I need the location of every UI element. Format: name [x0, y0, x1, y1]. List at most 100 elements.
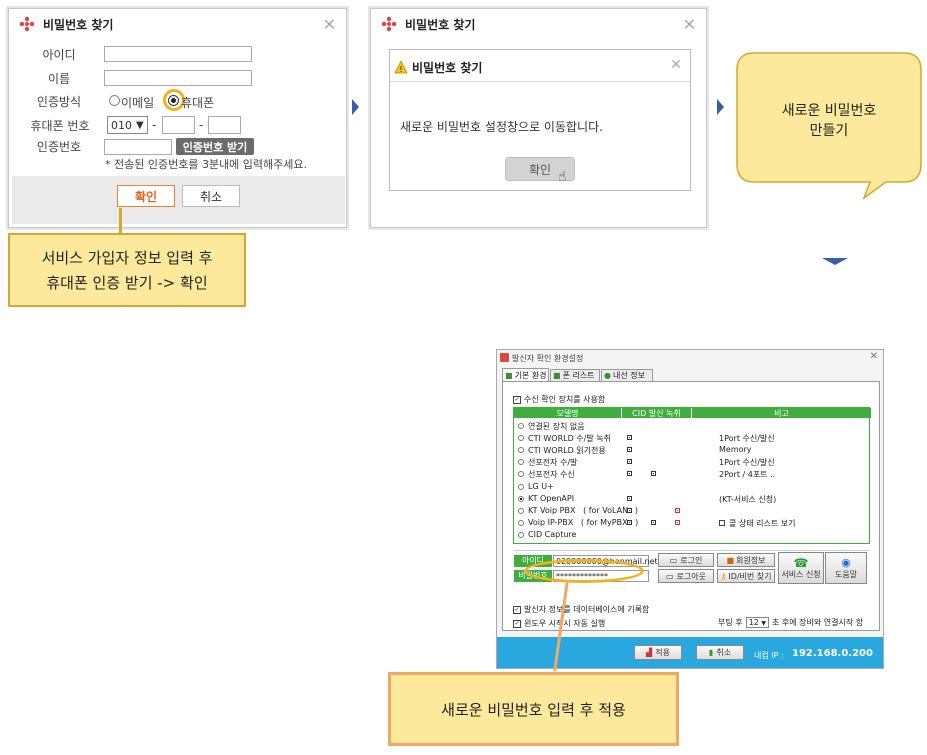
radio-option[interactable]: [518, 435, 524, 442]
radio-option[interactable]: [518, 471, 524, 478]
radio-option[interactable]: [518, 483, 524, 490]
phone-label: 휴대폰 번호: [30, 119, 90, 133]
radio-option[interactable]: [518, 507, 524, 514]
cancel-button[interactable]: 취소: [182, 185, 240, 207]
close-icon[interactable]: ✕: [682, 15, 696, 34]
login-icon: ▭: [669, 555, 678, 565]
tab-phone-list-icon: ■: [553, 371, 561, 380]
auth-email-radio[interactable]: [109, 95, 120, 106]
radio-option[interactable]: [518, 459, 524, 466]
callout-1-line-2: 휴대폰 인증 받기 -> 확인: [46, 274, 208, 292]
logout-label: 로그아웃: [676, 571, 706, 581]
help-button[interactable]: ◉도움말: [825, 552, 867, 584]
member-info-button[interactable]: ■회원정보: [717, 553, 775, 567]
model-name: CTI WORLD 수/발 녹취: [528, 434, 611, 444]
boot-value: 12: [748, 618, 759, 627]
auto-start-label: 윈도우 시작시 자동 실행: [524, 619, 606, 628]
model-row[interactable]: KT Voip PBX ( for VoLANs ): [517, 506, 867, 517]
login-group: [513, 550, 870, 618]
app-logo-icon: [19, 16, 35, 32]
cancel-button[interactable]: ▮취소: [696, 645, 744, 660]
phone-last-input[interactable]: [208, 116, 241, 134]
bubble-line-1: 새로운 비밀번호: [781, 103, 877, 119]
radio-option[interactable]: [518, 423, 524, 429]
inner-title: 비밀번호 찾기: [412, 61, 483, 75]
auth-phone-label: 휴대폰: [181, 96, 215, 110]
speech-bubble: 새로운 비밀번호 만들기: [736, 52, 922, 201]
close-icon[interactable]: ✕: [322, 15, 336, 34]
cid-checkbox-icon[interactable]: [627, 519, 632, 525]
id-label: 아이디: [42, 48, 76, 62]
auto-start-checkbox[interactable]: ✓윈도우 시작시 자동 실행: [513, 618, 605, 629]
cid-checkbox-icon[interactable]: [651, 471, 656, 477]
help-icon: ◉: [841, 555, 851, 569]
phone-prefix-value: 010: [111, 118, 132, 132]
get-code-button[interactable]: 인증번호 받기: [176, 138, 254, 155]
model-row[interactable]: LG U+: [517, 482, 867, 493]
checkbox-checked: ✓: [513, 619, 521, 628]
chevron-down-icon: ▼: [136, 119, 144, 131]
radio-option[interactable]: [518, 447, 524, 454]
cursor-hand-icon: ☝: [558, 169, 567, 185]
recording-checkbox-icon[interactable]: [675, 507, 680, 513]
tab-basic[interactable]: ■기본 환경: [502, 368, 549, 381]
dash-2: -: [199, 118, 204, 132]
radio-option[interactable]: [518, 519, 524, 526]
id-input[interactable]: [104, 46, 252, 62]
cid-checkbox-icon[interactable]: [627, 435, 632, 441]
confirm-button[interactable]: 확인: [505, 157, 575, 181]
window-close-icon[interactable]: ✕: [869, 351, 878, 362]
cid-checkbox-icon[interactable]: [651, 519, 656, 525]
model-note: 1Port 수신/발신: [719, 434, 775, 444]
model-row[interactable]: 연결된 장치 없음: [517, 421, 867, 432]
cid-checkbox-icon[interactable]: [627, 495, 632, 501]
message-text: 새로운 비밀번호 설정창으로 이동합니다.: [400, 120, 603, 134]
checkbox-checked: ✓: [513, 395, 521, 404]
call-status-checkbox[interactable]: [719, 519, 725, 526]
boot-delay-select[interactable]: 12 ▼: [745, 617, 769, 628]
tab-extension[interactable]: ●내선 정보: [601, 369, 653, 381]
model-row[interactable]: CID Capture: [517, 530, 867, 541]
dialog-title: 비밀번호 찾기: [405, 17, 476, 32]
radio-option[interactable]: [518, 531, 524, 538]
service-request-button[interactable]: ☎서비스 신청: [778, 552, 824, 584]
model-name: 연결된 장치 없음: [528, 422, 585, 431]
phone-prefix-select[interactable]: 010 ▼: [107, 116, 148, 134]
confirm-dialog: 비밀번호 찾기 ✕ ! 비밀번호 찾기 ✕ 새로운 비밀번호 설정창으로 이동합…: [370, 8, 707, 228]
cid-checkbox-icon[interactable]: [627, 447, 632, 453]
inner-close-icon[interactable]: ✕: [670, 57, 682, 73]
confirm-button[interactable]: 확인: [117, 185, 175, 207]
highlight-ellipse: [524, 559, 644, 583]
cid-checkbox-icon[interactable]: [627, 471, 632, 477]
cid-checkbox-icon[interactable]: [627, 459, 632, 465]
phone-middle-input[interactable]: [162, 116, 195, 134]
use-device-checkbox[interactable]: ✓수신 확인 장치를 사용함: [513, 394, 605, 405]
model-name: CID Capture: [528, 529, 577, 539]
find-id-pw-button[interactable]: ⚷ID/비번 찾기: [717, 569, 775, 583]
bottom-bar: [497, 637, 883, 668]
tab-phone-list-label: 폰 리스트: [562, 371, 595, 380]
recording-checkbox-icon[interactable]: [675, 519, 680, 525]
model-row[interactable]: CTI WORLD 수/발 녹취 1Port 수신/발신: [517, 433, 867, 444]
model-row[interactable]: KT OpenAPI(KT-서비스 신청): [517, 494, 867, 505]
code-input[interactable]: [104, 139, 172, 155]
apply-button[interactable]: ▟적용: [634, 645, 682, 660]
chevron-down-icon: ▼: [761, 620, 766, 627]
cid-checkbox-icon[interactable]: [627, 507, 632, 513]
name-input[interactable]: [104, 70, 252, 86]
cancel-label: 취소: [716, 648, 732, 657]
tab-phone-list[interactable]: ■폰 리스트: [550, 369, 600, 381]
model-name: KT Voip PBX ( for VoLANs ): [528, 505, 638, 515]
member-label: 회원정보: [736, 555, 766, 565]
log-db-checkbox[interactable]: ✓발신자 정보를 데이터베이스에 기록함: [513, 604, 649, 615]
logout-button[interactable]: ▭로그아웃: [658, 569, 714, 583]
radio-selected[interactable]: [518, 495, 524, 502]
member-icon: ■: [726, 555, 735, 565]
login-button[interactable]: ▭로그인: [658, 553, 714, 567]
find-password-dialog: 비밀번호 찾기 ✕ 아이디 이름 인증방식 이메일 휴대폰 휴대폰 번호 010…: [8, 8, 347, 228]
model-row[interactable]: Voip IP-PBX ( for MyPBX )콜 상태 리스트 보기: [517, 518, 867, 529]
